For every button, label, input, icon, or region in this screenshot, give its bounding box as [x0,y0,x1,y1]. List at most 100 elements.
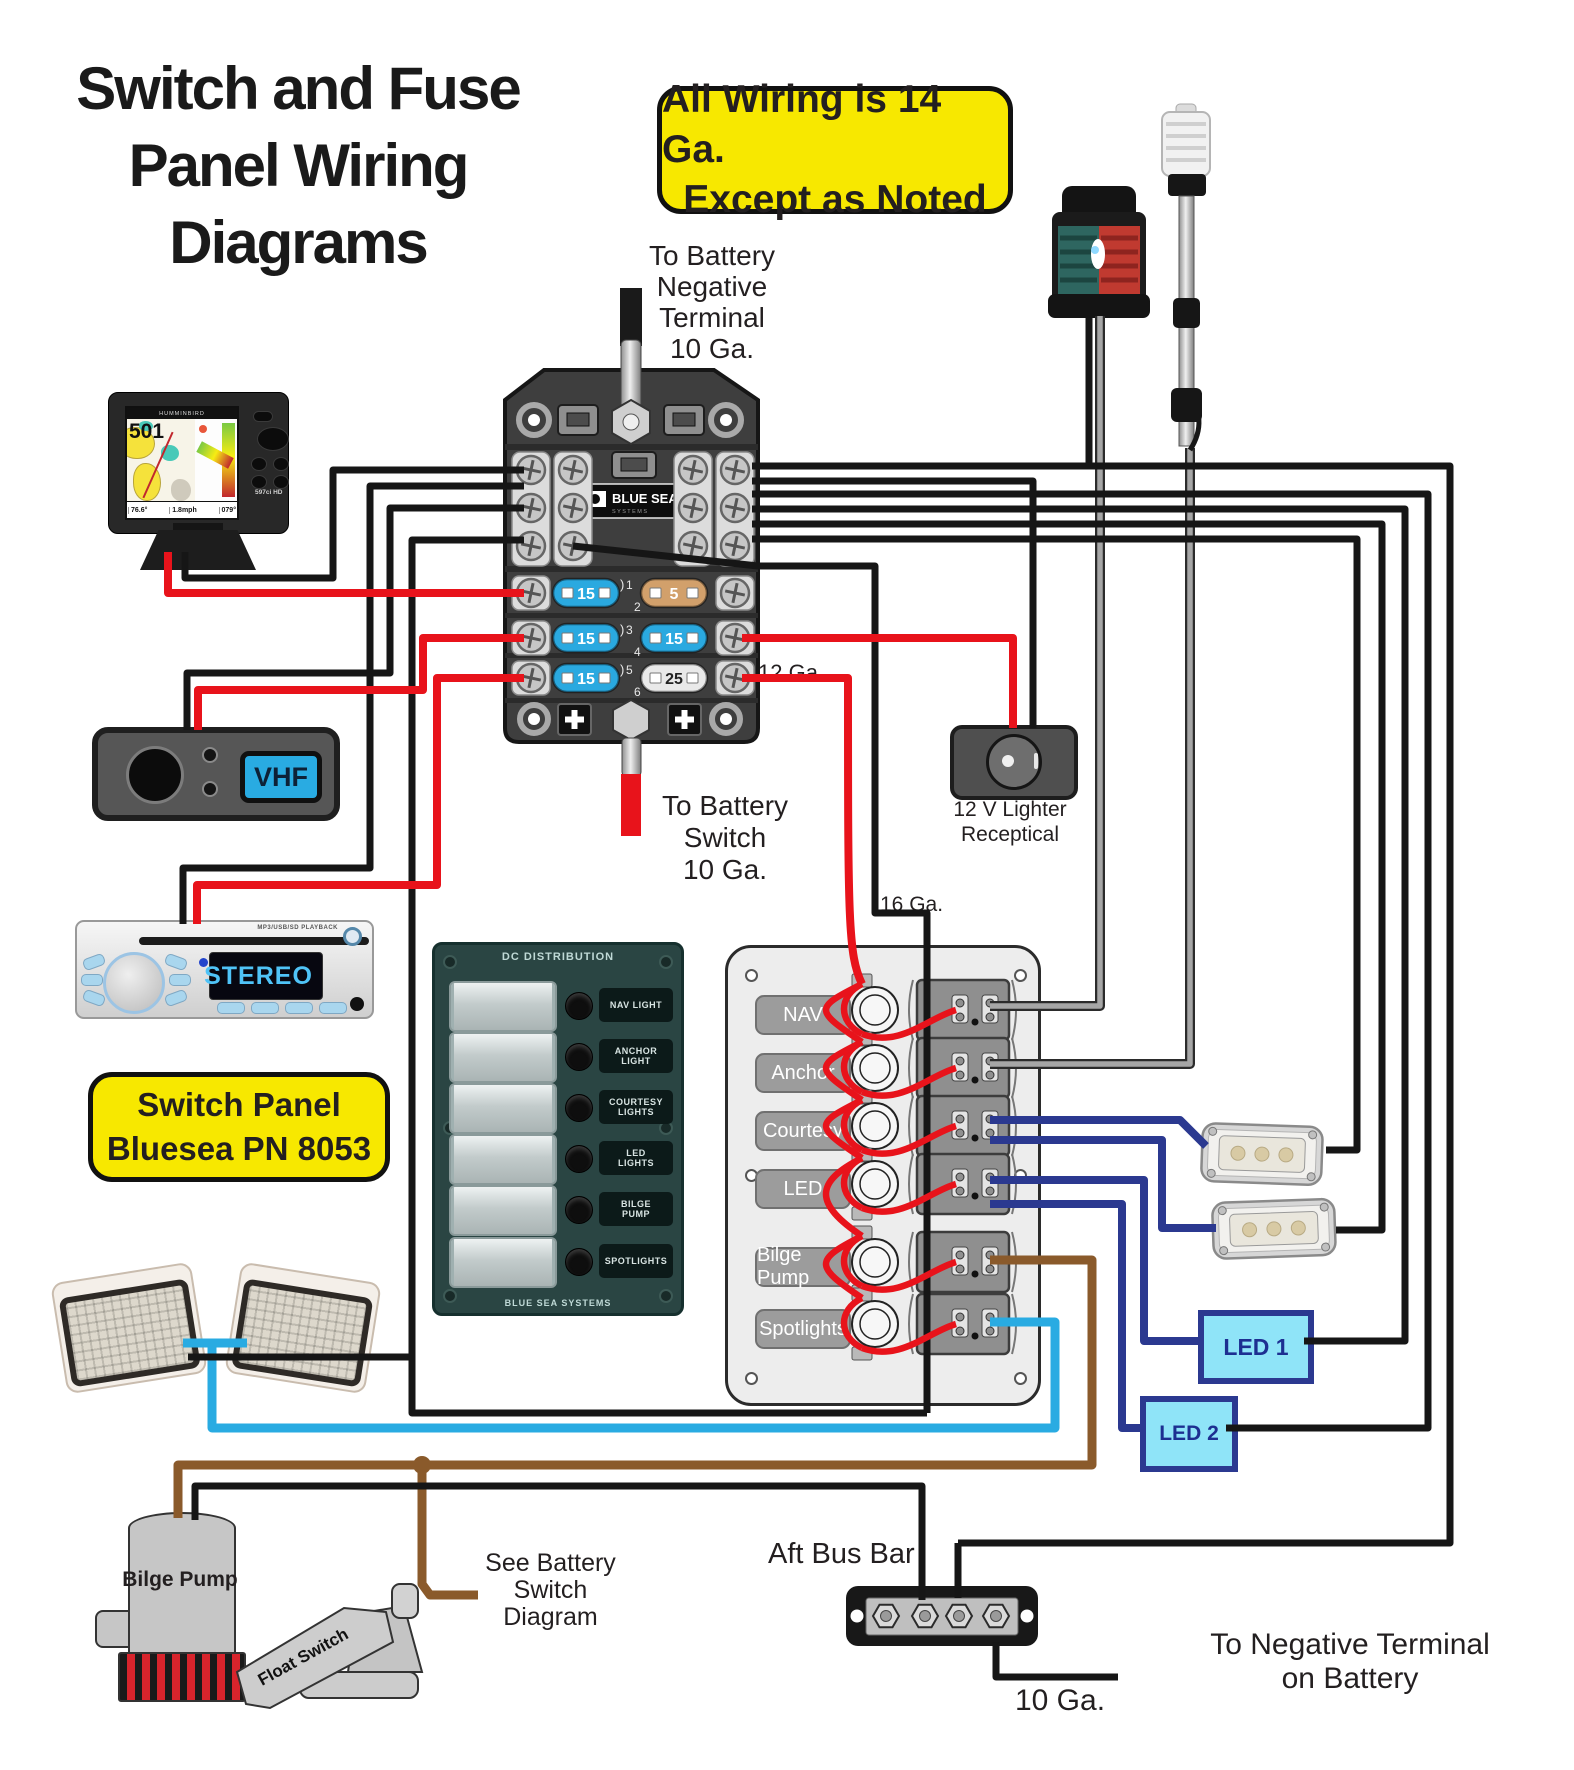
terminal-screw [719,530,751,562]
dc-fuse-knob [565,1043,593,1071]
fishfinder-controls [249,411,293,523]
fishfinder-mount-base [140,530,256,570]
negative-stud-nut [611,398,651,446]
bilge-pump-label: Bilge Pump [122,1568,238,1591]
fishfinder-screen: HUMMINBIRD 501 76.6° 1.8mph [125,406,239,520]
terminal-slot [663,404,705,436]
terminal-screw [719,454,751,486]
fishfinder-sonar [195,419,237,502]
terminal-screw [557,454,589,486]
wire-bus-to-battery-negative [992,1642,1118,1681]
label-line: Switch [513,1576,588,1604]
svg-text:): ) [620,662,624,677]
terminal-pad [511,575,551,611]
dc-rocker-switch [449,981,557,1032]
dc-circuit-label: BILGE PUMP [599,1192,673,1226]
dc-rocker-switch [449,1237,557,1288]
circuit-label-nav: NAV [755,995,851,1035]
fishfinder-brand: HUMMINBIRD [127,408,237,419]
led2-box: LED 2 [1140,1396,1238,1472]
terminal-screw [677,492,709,524]
wire-lighter-ground [752,477,1037,728]
terminal-screw [719,662,751,694]
label-line: Diagram [503,1603,598,1631]
mounting-hole [516,402,552,438]
dc-circuit-label: LED LIGHTS [599,1141,673,1175]
label-line: To Battery [661,790,789,821]
stereo-display-text: STEREO [204,961,313,990]
dc-fuse-knob [565,1196,593,1224]
battery-switch-label: To Battery Switch 10 Ga. [645,790,805,886]
dc-circuit-label: ANCHOR LIGHT [599,1039,673,1073]
led1-box: LED 1 [1198,1310,1314,1384]
fuse-slot-number: 4 [634,645,641,659]
label-line: 12 V Lighter [953,798,1067,821]
mounting-hole [708,402,744,438]
fuse-slot-number: 5 [626,663,633,677]
aft-bus-bar-label: Aft Bus Bar [768,1538,915,1570]
fuse-amps: 15 [577,671,595,688]
dc-rocker-switch [449,1185,557,1236]
readout: 079° [218,506,236,514]
see-battery-switch-label: See Battery Switch Diagram [468,1550,633,1631]
float-switch-label: Float Switch [255,1624,352,1689]
socket-pin [1002,755,1014,767]
lighter-receptacle [950,725,1078,800]
note-line: All Wiring is 14 Ga. [662,78,942,171]
bilge-pump-strainer [118,1652,246,1702]
vhf-knob [126,746,184,804]
fuse-slot-4: 154 [634,622,709,659]
lighter-receptacle-label: 12 V Lighter Receptical [930,797,1090,847]
label-line: 10 Ga. [669,333,755,364]
spotlight-left [50,1261,208,1395]
fuse-block: BLUE SEA S Y S T E M S 15)15215)315415)5… [503,288,760,836]
wiring-gauge-note: All Wiring is 14 Ga. Except as Noted [657,78,1013,221]
dc-panel-footer: BLUE SEA SYSTEMS [504,1298,612,1308]
stereo: MP3/USB/SD PLAYBACK STEREO [75,920,374,1019]
dc-circuit-label: COURTESY LIGHTS [599,1090,673,1124]
circuit-label-led: LED [755,1169,851,1209]
terminal-screw [515,492,547,524]
terminal-screw [557,492,589,524]
svg-text:BLUE SEA: BLUE SEA [612,491,678,506]
fuse-slot-5: 15)5 [551,662,633,694]
terminal-screw [557,530,589,562]
wire-nav-light-output [990,316,1105,1011]
title-line: Diagrams [169,209,428,276]
wire-junction-dot [413,1456,431,1474]
terminal-pad [511,451,551,567]
terminal-slot [557,404,599,436]
label-line: Negative [656,271,768,302]
readout: 1.8mph [169,506,197,514]
fuse-slot-6: 256 [634,662,709,699]
bus-bar-stud [981,1603,1011,1629]
label-line: See Battery [485,1549,616,1577]
fuse-slot-1: 15)1 [551,577,633,609]
fishfinder-depth-readout: 501 [129,420,165,443]
terminal-screw [515,622,547,654]
switch-panel-note: Switch Panel Bluesea PN 8053 [88,1072,390,1182]
terminal-pad [715,451,755,567]
bus-bar-stud [910,1603,940,1629]
courtesy-light-2 [1211,1197,1337,1260]
page-title: Switch and Fuse Panel Wiring Diagrams [48,50,548,281]
wire-vhf-positive [194,634,524,730]
aft-bus-bar [846,1586,1038,1646]
terminal-pad [673,451,713,567]
nav-light [1048,186,1150,318]
vhf-display: VHF [240,751,322,803]
note-line: Except as Noted [683,178,987,221]
terminal-pad [553,451,593,567]
stereo-knob [103,952,165,1014]
terminal-screw [719,577,751,609]
terminal-pad [715,660,755,696]
terminal-screw [515,530,547,562]
battery-negative-label: To Battery Negative Terminal 10 Ga. [632,240,792,364]
terminal-screw [677,454,709,486]
label-line: on Battery [1281,1662,1419,1695]
fishfinder-model: 597ci HD [255,489,283,496]
dc-fuse-knob [565,1248,593,1276]
fishfinder-readouts: 76.6° 1.8mph 079° [127,501,237,518]
